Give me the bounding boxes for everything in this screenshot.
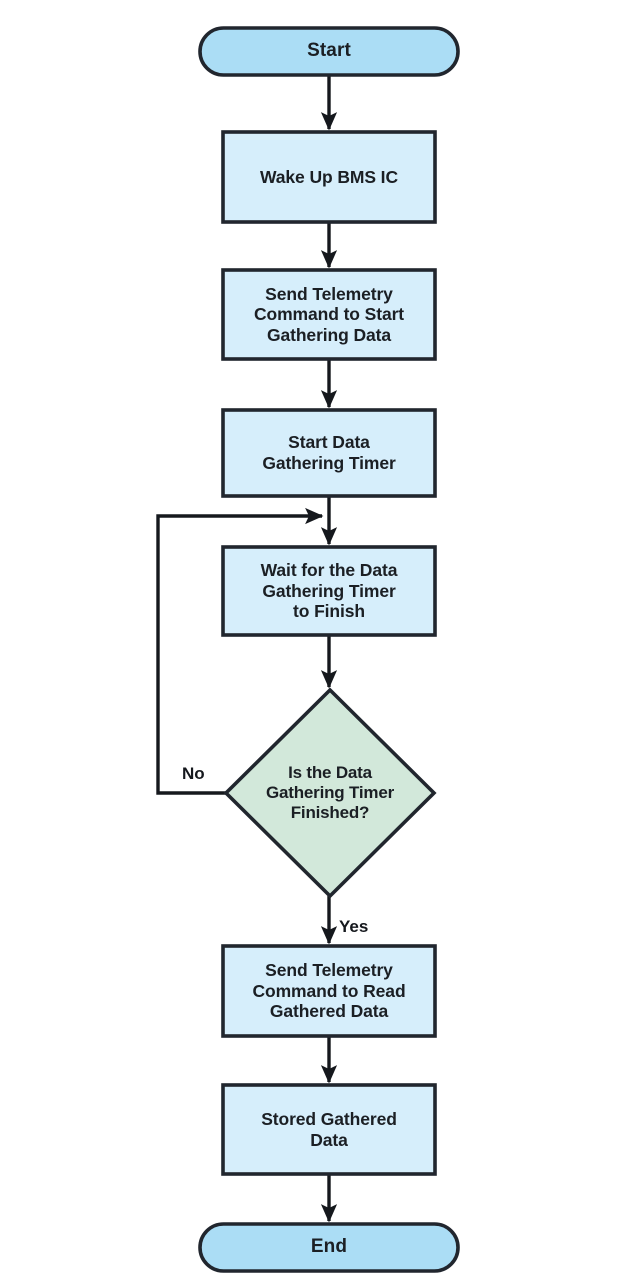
node-send-telemetry-command-read[interactable]	[223, 946, 435, 1036]
node-start-data-gathering-timer-shape[interactable]	[221, 408, 437, 498]
node-end-shape[interactable]	[198, 1222, 460, 1273]
node-send-telemetry-command-read-shape[interactable]	[221, 944, 437, 1038]
node-wait-for-timer-shape[interactable]	[221, 545, 437, 637]
node-send-telemetry-command-start[interactable]	[223, 270, 435, 359]
connector-decision-no-loop	[156, 507, 324, 795]
node-wake-up-bms-ic[interactable]	[223, 132, 435, 222]
node-start-data-gathering-timer[interactable]	[223, 410, 435, 496]
node-timer-finished-decision[interactable]	[226, 690, 434, 896]
node-end[interactable]	[200, 1224, 458, 1271]
node-stored-gathered-data[interactable]	[223, 1085, 435, 1174]
node-wait-for-timer[interactable]	[223, 547, 435, 635]
node-start[interactable]	[200, 28, 458, 75]
node-timer-finished-decision-shape[interactable]	[223, 687, 437, 899]
node-stored-gathered-data-shape[interactable]	[221, 1083, 437, 1176]
node-start-shape[interactable]	[198, 26, 460, 77]
node-wake-up-bms-ic-shape[interactable]	[221, 130, 437, 224]
node-send-telemetry-command-start-shape[interactable]	[221, 268, 437, 361]
